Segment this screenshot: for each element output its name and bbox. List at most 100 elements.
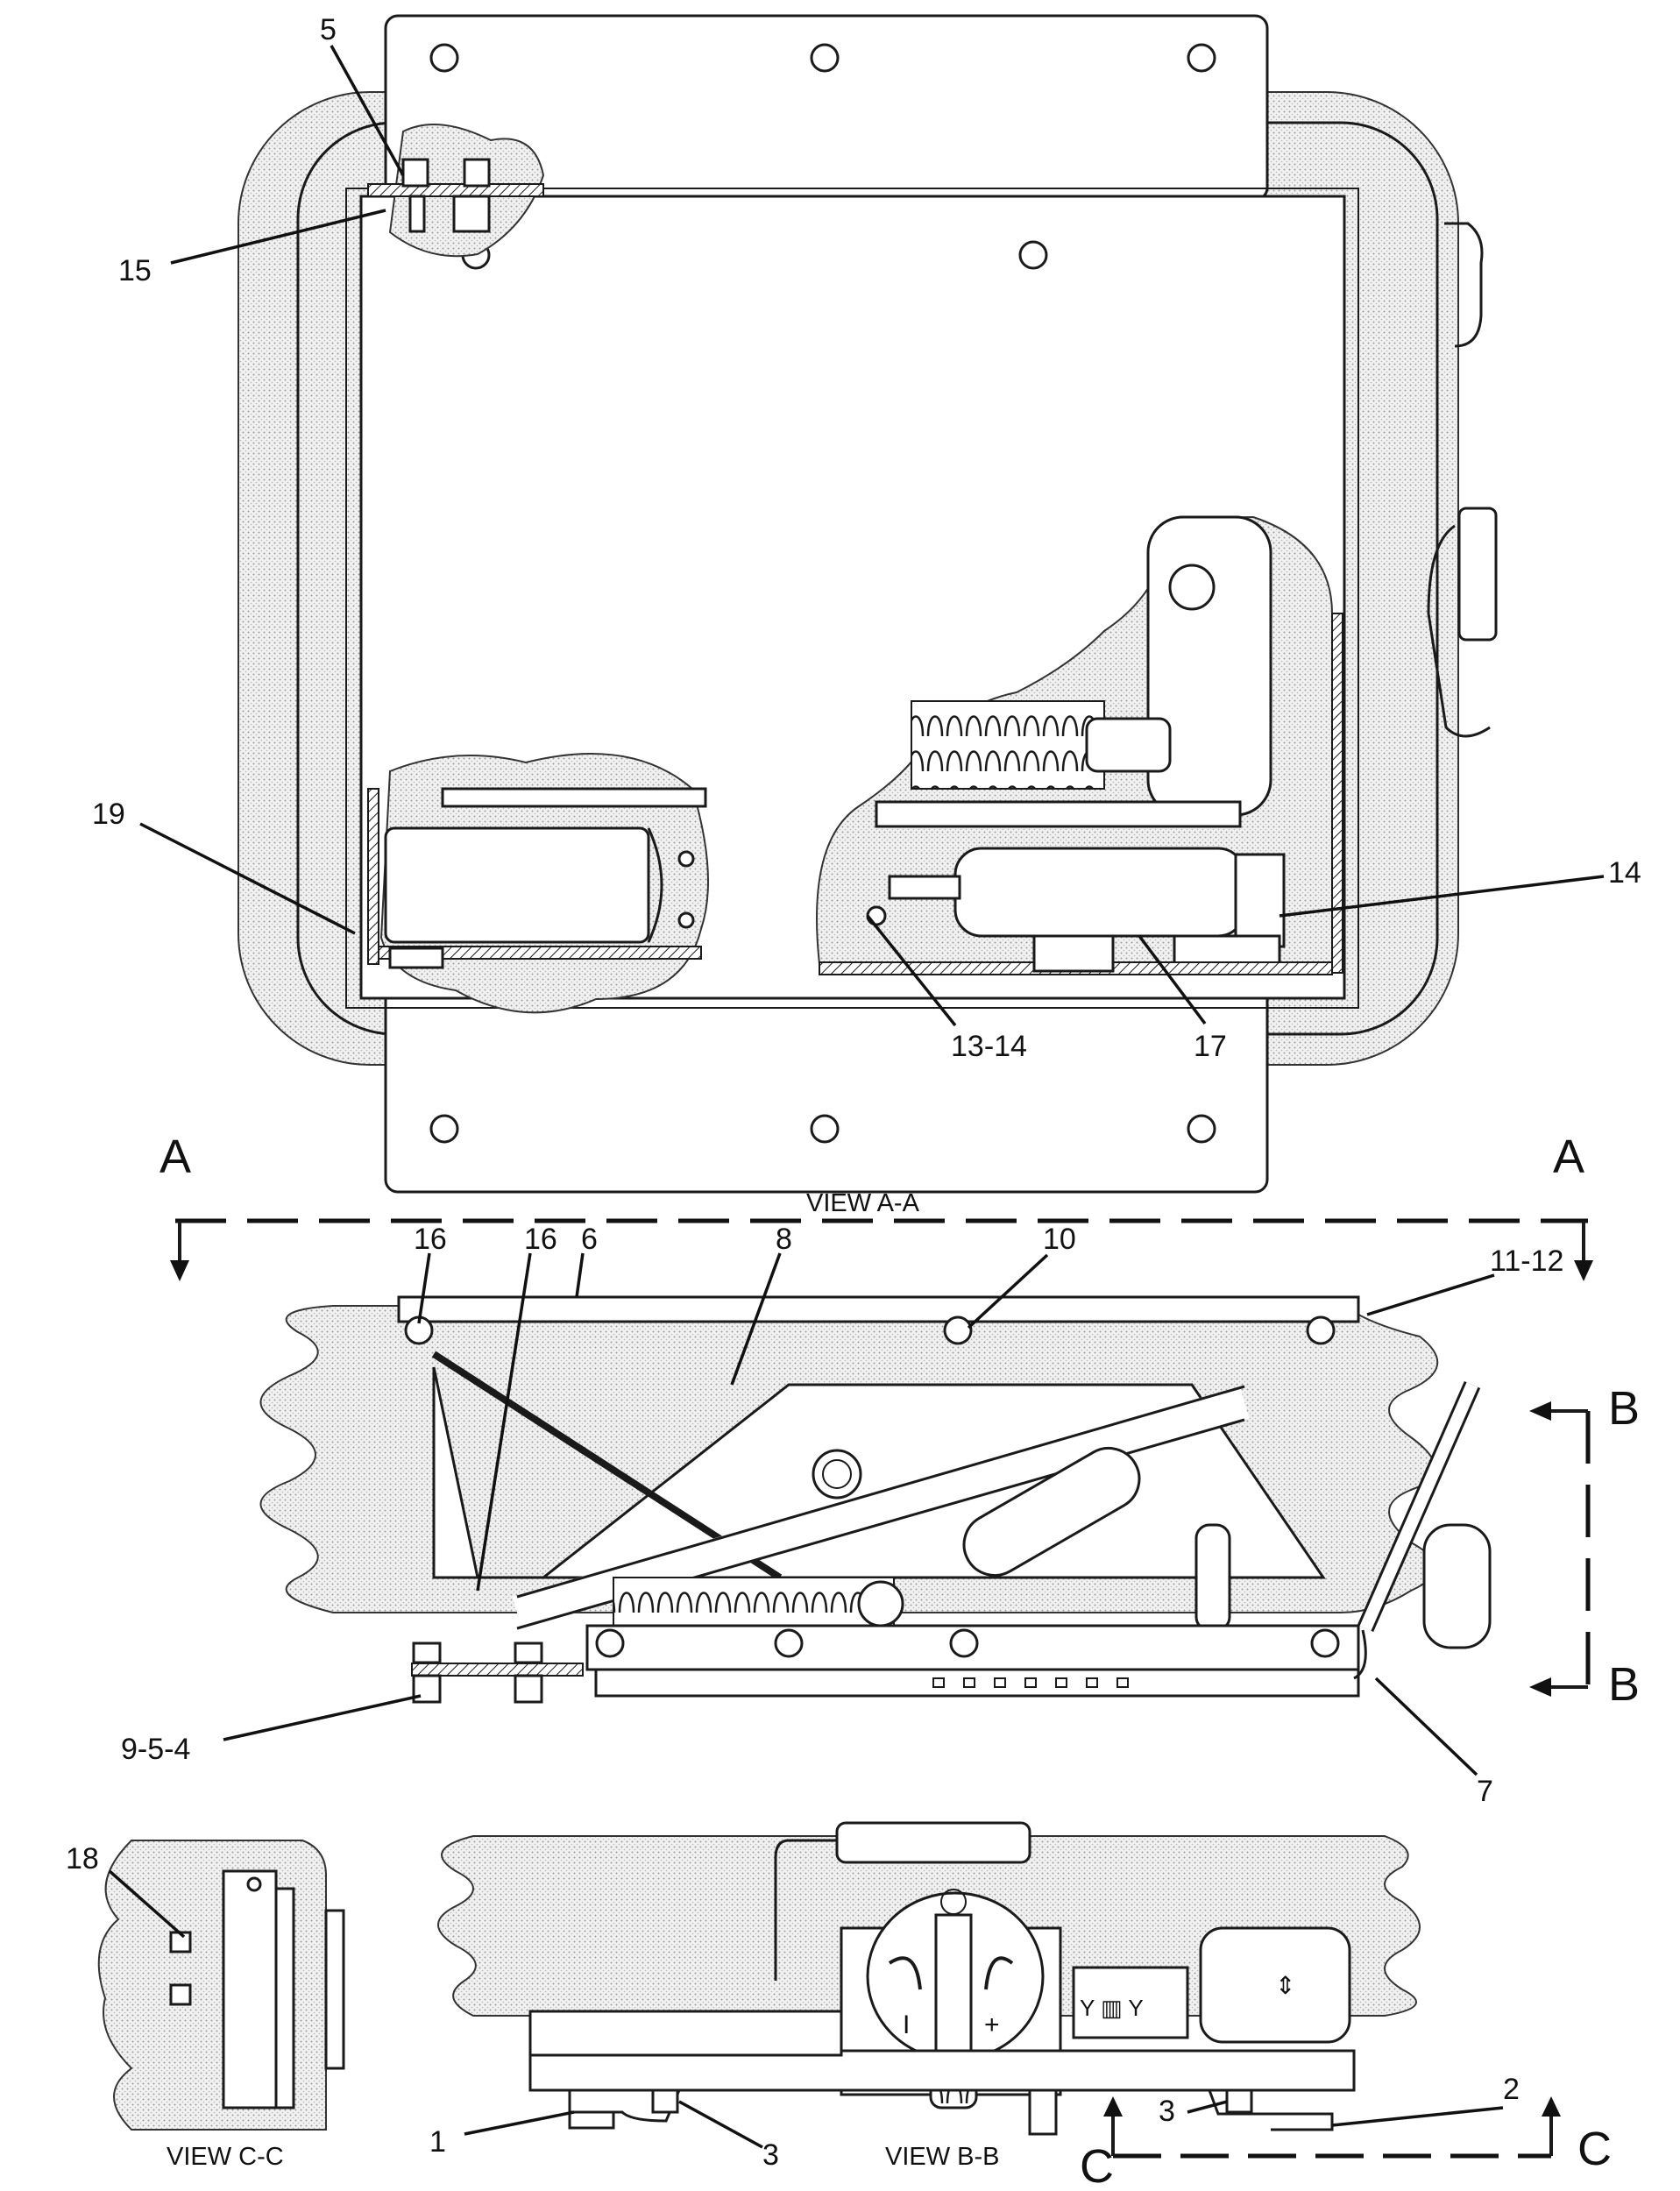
gas-spring-mount — [1146, 515, 1272, 817]
damper-cylinder — [953, 847, 1246, 938]
callout-3b: 3 — [1159, 2095, 1175, 2128]
callout-5: 5 — [320, 13, 337, 46]
leader-3b — [1187, 2100, 1228, 2114]
lever-hook — [1353, 1629, 1367, 1680]
nut — [412, 1641, 442, 1664]
arrow-c-left-head — [1103, 2096, 1123, 2117]
plate-hole — [810, 43, 840, 73]
leader-9-5-4 — [223, 1694, 422, 1741]
rail-hole — [949, 1628, 979, 1658]
nut-left — [651, 2088, 679, 2114]
callout-16b: 16 — [524, 1223, 557, 1256]
section-letters: A A B B C C — [159, 1131, 1640, 2191]
lower-bracket — [875, 800, 1242, 828]
arrow-b-bottom-head — [1529, 1677, 1551, 1697]
dial-screw — [940, 1889, 967, 1915]
section-b-bottom: B — [1608, 1658, 1640, 1711]
view-c-flange — [274, 1887, 295, 2109]
view-c-switch — [169, 1983, 192, 2006]
callout-3a: 3 — [762, 2138, 779, 2172]
section-c-left: C — [1080, 2140, 1114, 2191]
leader-2 — [1331, 2106, 1504, 2127]
height-label-plate — [1072, 1966, 1189, 2039]
nut-right — [1225, 2088, 1253, 2114]
center-pivot-inner — [822, 1459, 852, 1489]
mount-plate-left — [568, 2110, 615, 2130]
rail-hole — [595, 1628, 625, 1658]
fore-aft-symbol: ⇕ — [1275, 1972, 1295, 1999]
housing-outline — [345, 188, 1359, 1009]
leader-11-12 — [1366, 1273, 1495, 1316]
plate-hole — [1187, 43, 1216, 73]
section-b-top: B — [1608, 1382, 1640, 1435]
view-a-title: VIEW A-A — [806, 1189, 920, 1217]
arrow-c-right-head — [1542, 2096, 1561, 2117]
leader-13-14 — [866, 914, 957, 1027]
roller-hole — [677, 850, 695, 868]
roller-hole — [677, 911, 695, 929]
leader-lines — [108, 45, 1605, 2149]
arrow-b-top-head — [1529, 1401, 1551, 1421]
leader-1 — [464, 2110, 575, 2136]
slide-rail — [594, 1668, 1360, 1698]
top-rail — [397, 1295, 1360, 1323]
leader-10 — [967, 1253, 1049, 1329]
view-b-rod — [774, 1839, 837, 1981]
nut — [401, 158, 429, 188]
end-block — [1234, 853, 1286, 948]
callout-18: 18 — [66, 1842, 99, 1875]
hatched-plate — [367, 183, 544, 197]
hatched-wall — [367, 788, 379, 965]
plate-hole — [429, 43, 459, 73]
leader-15 — [170, 209, 386, 265]
pivot-pin — [1168, 564, 1216, 611]
leader-16a — [417, 1252, 431, 1324]
rail-hole — [1306, 1315, 1336, 1345]
rail-teeth — [932, 1677, 1129, 1688]
callout-6: 6 — [581, 1223, 598, 1256]
rail-hole — [943, 1315, 973, 1345]
bracket — [452, 195, 491, 233]
height-symbol: Y ▥ Y — [1080, 1995, 1144, 2021]
housing-hole — [1018, 240, 1048, 270]
plate-hole — [810, 1114, 840, 1144]
bracket-plate — [441, 787, 707, 808]
side-spring — [613, 1577, 895, 1633]
hatched-wall-right — [1331, 613, 1343, 974]
leader-6 — [575, 1252, 585, 1298]
view-b: I + Y ▥ Y ⇕ — [437, 1821, 1421, 2136]
callout-10: 10 — [1043, 1223, 1076, 1256]
section-line-c — [1103, 2096, 1561, 2159]
leader-8 — [730, 1252, 782, 1386]
dial-arrow-right — [984, 1956, 1014, 1990]
damper-end — [1194, 1523, 1231, 1632]
side-bracket — [1427, 524, 1491, 738]
arrow-a-left-head — [170, 1260, 189, 1281]
leader-18 — [108, 1869, 186, 1939]
lever-knob — [1422, 1523, 1492, 1649]
section-line-a — [170, 1218, 1593, 1281]
top-view — [237, 14, 1498, 1194]
callout-8: 8 — [776, 1223, 792, 1256]
nut — [514, 1641, 543, 1664]
mount-foot-left — [568, 2089, 681, 2123]
side-view — [259, 1295, 1492, 1704]
roller-wheel — [857, 1580, 904, 1627]
callout-labels: 5 15 19 14 13-14 17 16 16 6 8 10 11-12 9… — [66, 13, 1641, 2172]
callout-13-14: 13-14 — [951, 1030, 1027, 1063]
plate-hole — [429, 1114, 459, 1144]
rail-hole — [1310, 1628, 1340, 1658]
leader-5 — [330, 45, 405, 176]
callout-9-5-4: 9-5-4 — [121, 1733, 190, 1766]
mount-block — [1032, 934, 1115, 973]
view-c-title: VIEW C-C — [167, 2143, 284, 2171]
section-a-left: A — [159, 1131, 191, 1183]
callout-1: 1 — [429, 2125, 446, 2159]
section-c-right: C — [1577, 2123, 1612, 2175]
view-b-title: VIEW B-B — [885, 2143, 1000, 2171]
view-b-post — [1028, 2088, 1058, 2136]
fore-aft-knob[interactable] — [1199, 1926, 1351, 2044]
callout-11-12: 11-12 — [1490, 1244, 1563, 1278]
leader-14 — [1279, 875, 1605, 918]
